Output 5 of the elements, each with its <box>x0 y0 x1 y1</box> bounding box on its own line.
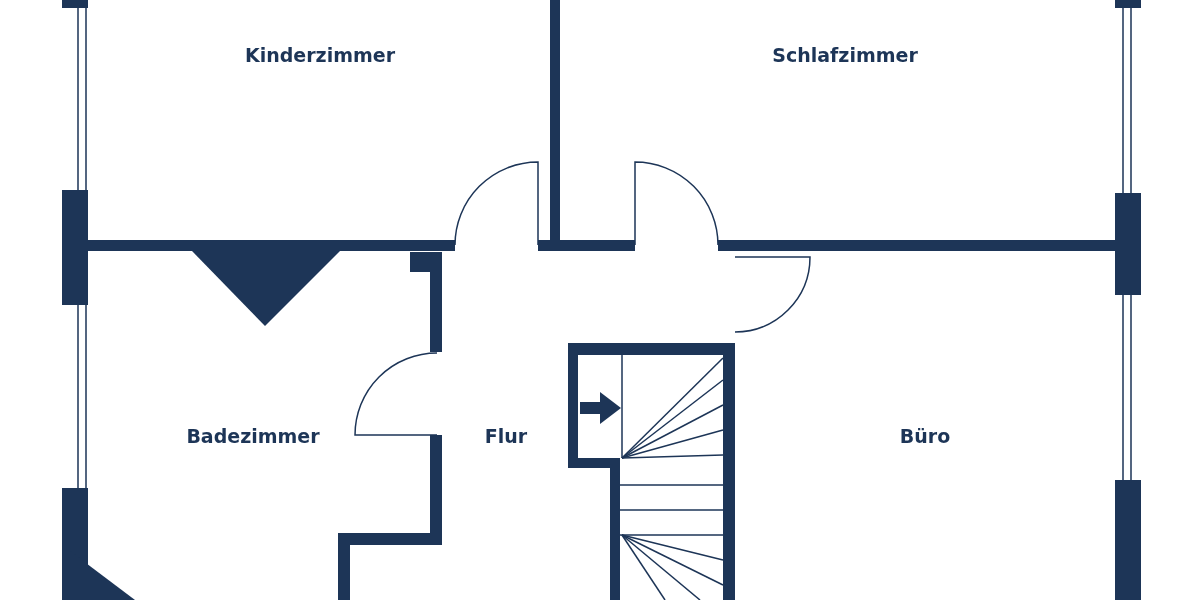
room-label: Flur <box>484 425 528 447</box>
room-label: Badezimmer <box>186 425 320 447</box>
room-label: Kinderzimmer <box>245 44 395 66</box>
room-label: Büro <box>899 425 951 447</box>
room-label: Schlafzimmer <box>772 44 918 66</box>
